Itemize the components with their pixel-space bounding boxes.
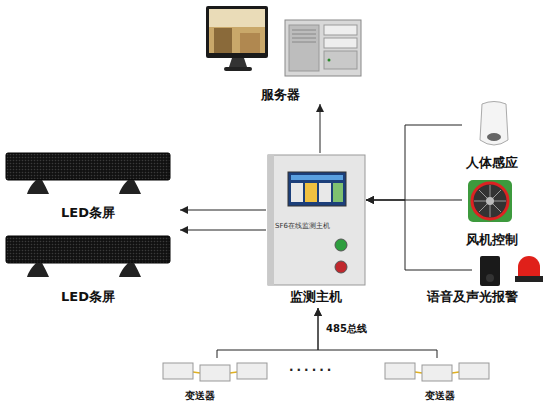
fan-control: 风机控制 [462, 176, 532, 250]
connector-arrow [217, 308, 318, 358]
node-label: 风机控制 [466, 232, 518, 248]
node-label: LED条屏 [61, 289, 115, 305]
node-label: 监测主机 [290, 289, 342, 305]
led-screen: LED条屏 [2, 226, 180, 308]
ellipsis-dots: ...... [289, 360, 334, 375]
fan-icon [468, 180, 512, 222]
connector-arrow [366, 200, 472, 270]
node-label: 变送器 [185, 388, 215, 404]
alarm-icon [480, 256, 543, 286]
monitor-host: 监测主机 [266, 153, 366, 308]
connector-arrow [320, 104, 321, 153]
node-label: 人体感应 [466, 155, 518, 171]
node-label: 服务器 [261, 87, 300, 103]
connector-arrow [180, 210, 266, 211]
led-screen: LED条屏 [2, 145, 180, 223]
panel-text: SF6在线监测主机 [275, 221, 330, 231]
connector-arrow [318, 308, 437, 358]
node-label: 变送器 [425, 388, 455, 404]
sound-light-alarm: 语音及声光报警 [472, 250, 548, 308]
connector-arrow [180, 230, 266, 231]
server-group: 服务器 [200, 2, 365, 104]
node-label: 语音及声光报警 [427, 289, 518, 305]
transmitter-group: 变送器 [380, 358, 495, 386]
rack-server-icon [285, 20, 361, 76]
motion-sensor: 人体感应 [462, 98, 532, 173]
monitor-icon [206, 6, 268, 71]
connector-arrow [366, 125, 462, 200]
host-cabinet [268, 155, 365, 285]
node-label: LED条屏 [61, 205, 115, 221]
led-strip-icon [6, 153, 170, 194]
transmitter-group: 变送器 [160, 358, 275, 386]
bus-label: 485总线 [326, 322, 367, 335]
motion-sensor-icon [480, 102, 508, 146]
led-strip-icon [6, 236, 170, 277]
